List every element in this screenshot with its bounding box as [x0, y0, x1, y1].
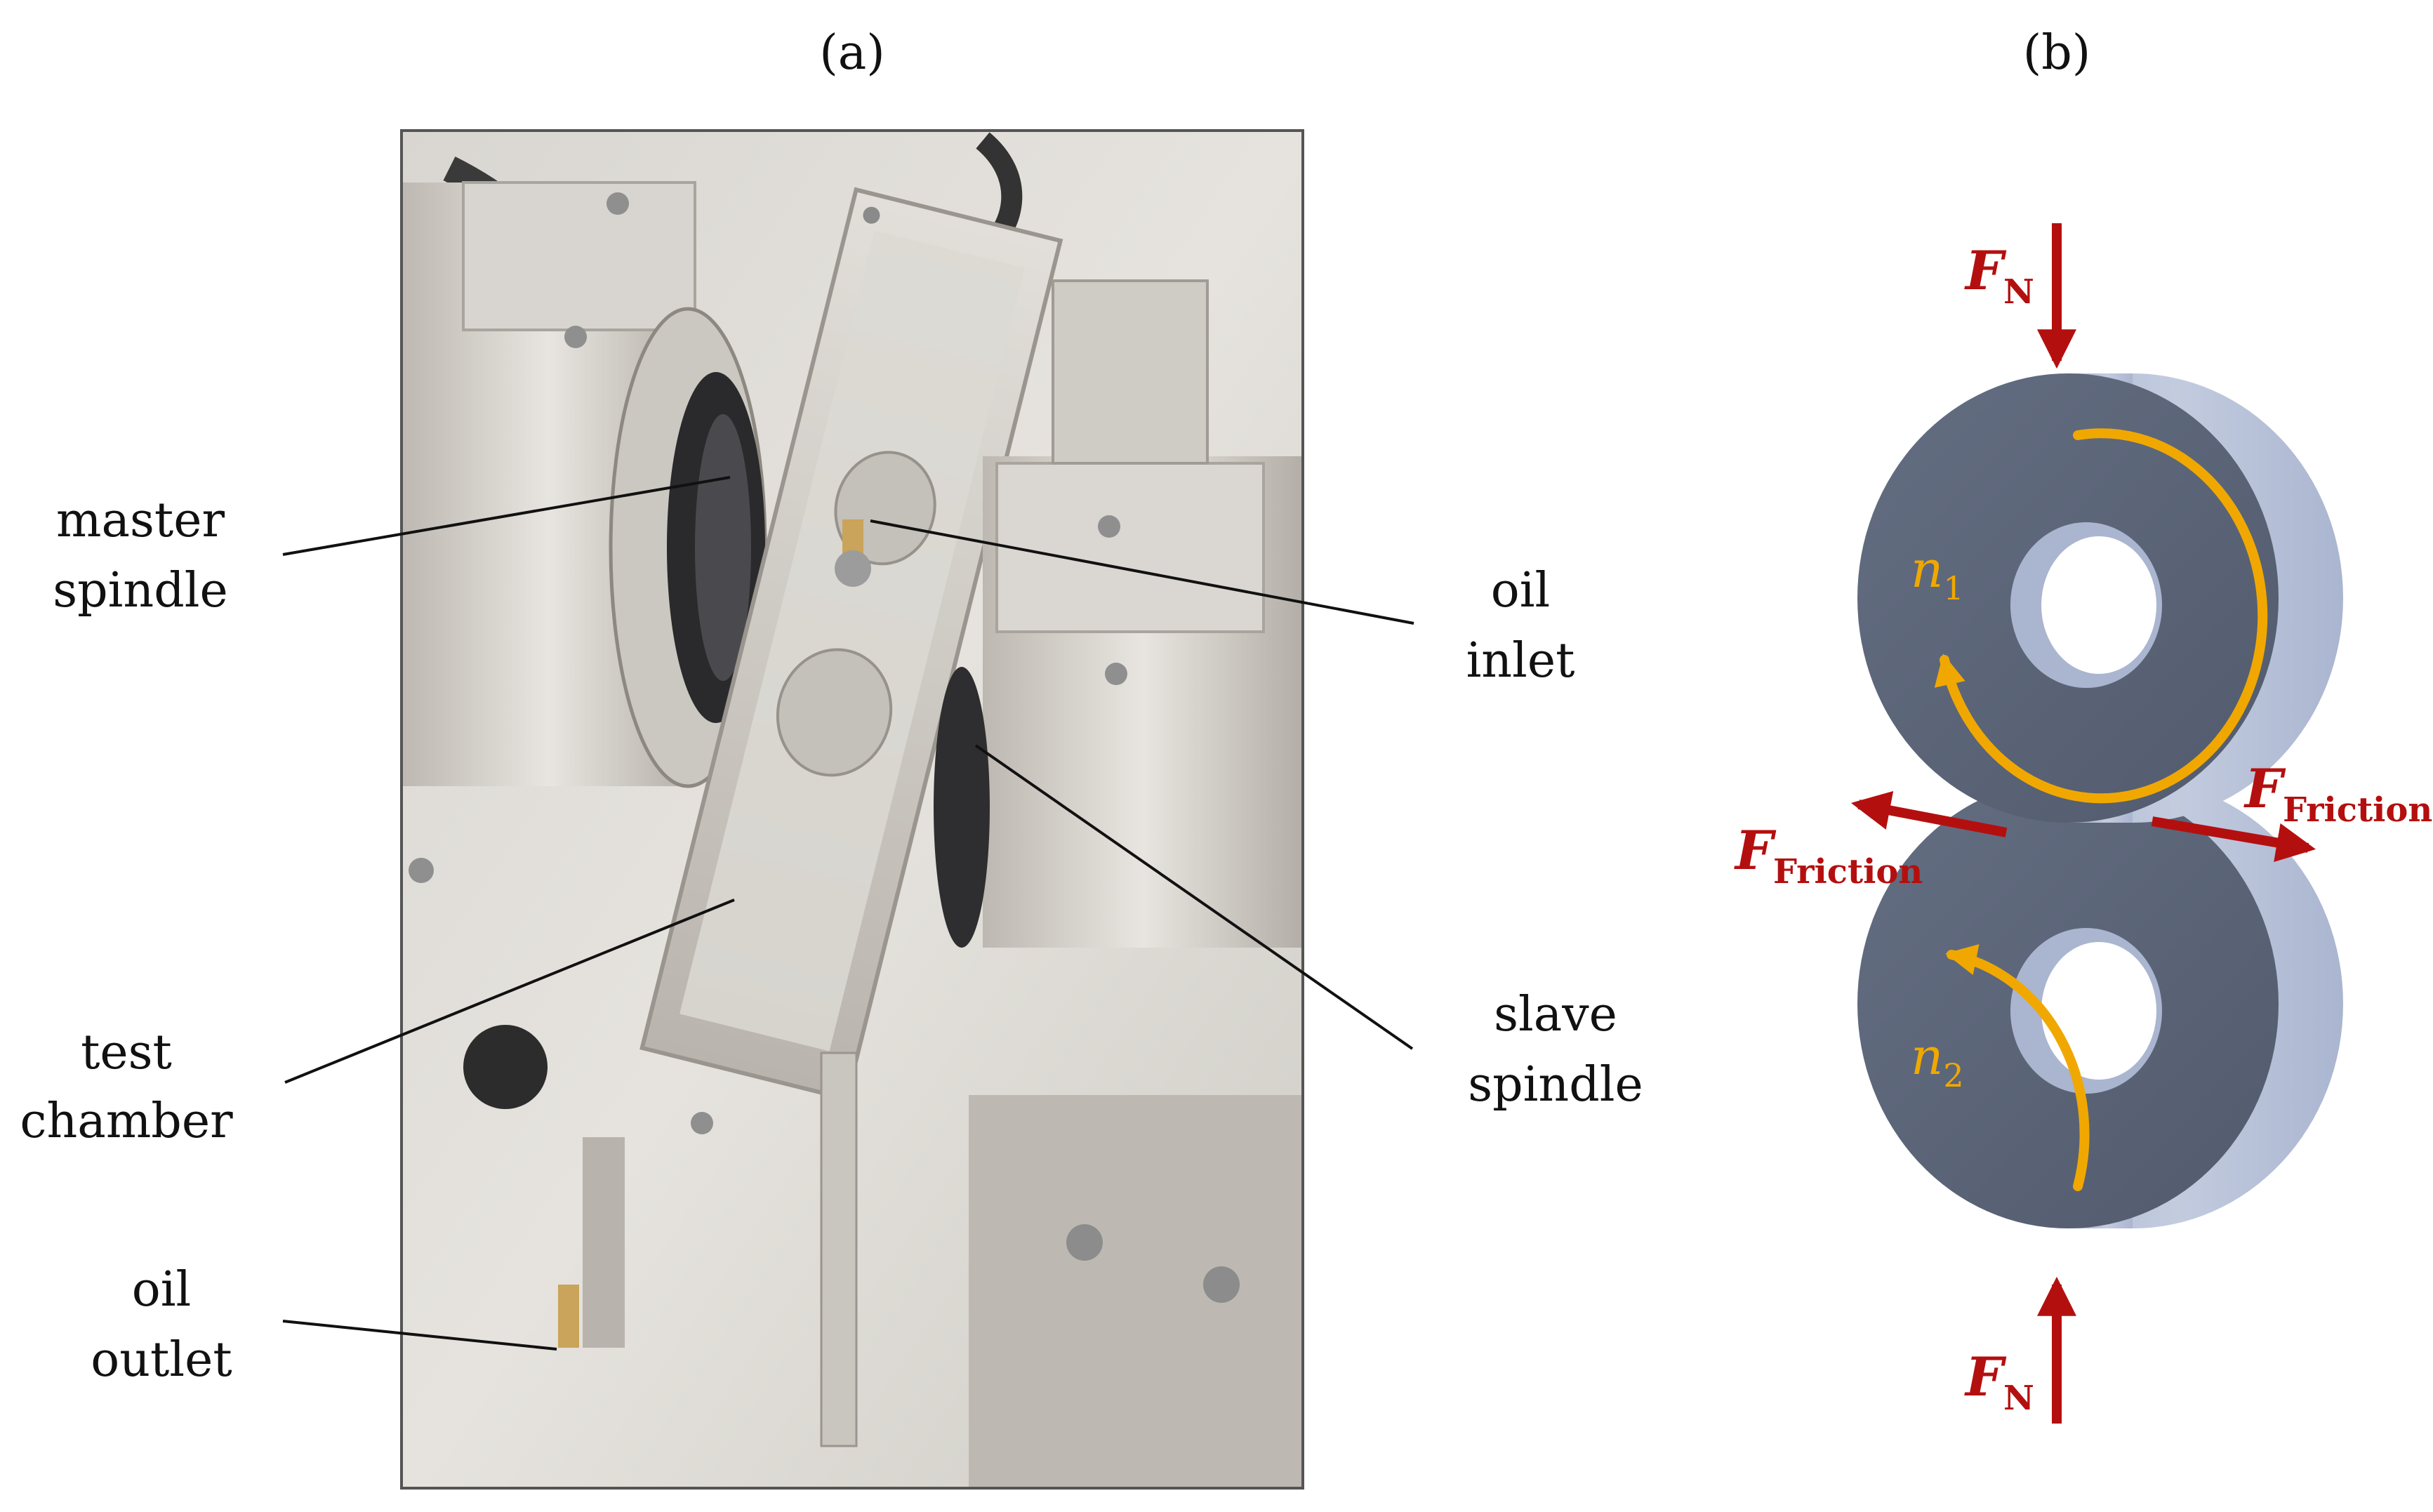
label-normal-force-bottom: FN — [1964, 1346, 2034, 1418]
friction-force-arrow-left — [1850, 790, 2008, 837]
label-test-chamber: test chamber — [20, 1025, 233, 1149]
svg-text:master: master — [56, 493, 225, 548]
photo-frame — [400, 129, 1304, 1490]
svg-text:chamber: chamber — [20, 1094, 233, 1149]
svg-text:inlet: inlet — [1466, 633, 1575, 689]
leader-oil-outlet — [282, 1320, 557, 1351]
label-oil-outlet: oil outlet — [91, 1262, 232, 1388]
leader-slave-spindle — [974, 744, 1414, 1050]
svg-text:test: test — [81, 1025, 172, 1080]
svg-text:oil: oil — [132, 1262, 191, 1318]
friction-force-arrow-right — [2151, 816, 2316, 863]
svg-text:oil: oil — [1491, 563, 1550, 618]
leader-test-chamber — [284, 898, 735, 1084]
panel-a-label: (a) — [819, 25, 885, 81]
svg-text:slave: slave — [1494, 987, 1617, 1042]
leader-master-spindle — [282, 476, 731, 556]
label-n2: n2 — [1911, 1027, 1964, 1094]
rotation-arrow-lower — [1945, 944, 2090, 1191]
lower-disc — [1857, 779, 2343, 1228]
label-friction-force-right: FFriction — [2243, 757, 2432, 830]
test-rig-photo — [402, 131, 1303, 1488]
label-n1: n1 — [1911, 540, 1964, 607]
panel-b-label: (b) — [2023, 25, 2091, 81]
label-slave-spindle: slave spindle — [1468, 987, 1643, 1113]
svg-text:outlet: outlet — [91, 1332, 232, 1388]
leader-oil-inlet — [870, 519, 1414, 625]
rotation-arrow-upper — [1934, 428, 2268, 804]
label-master-spindle: master spindle — [53, 493, 228, 618]
label-normal-force-top: FN — [1964, 239, 2034, 312]
svg-text:spindle: spindle — [53, 563, 228, 618]
label-friction-force-left: FFriction — [1734, 819, 1923, 891]
label-oil-inlet: oil inlet — [1466, 563, 1575, 689]
svg-text:spindle: spindle — [1468, 1057, 1643, 1113]
